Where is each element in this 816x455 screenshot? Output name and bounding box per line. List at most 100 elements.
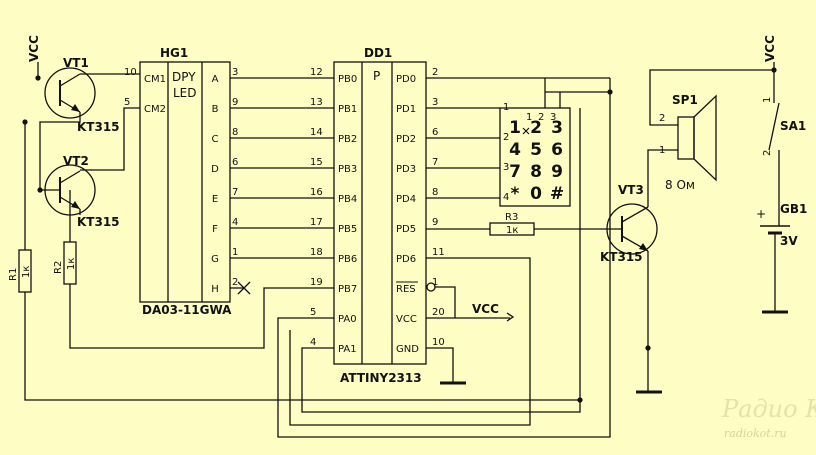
gb1-plus: + [756, 207, 766, 221]
dd1-ref: DD1 [364, 46, 392, 60]
hg1-pin-name: G [211, 254, 219, 265]
dd1-pin-number: 5 [310, 307, 316, 318]
hg1-pin-name: C [212, 134, 219, 145]
r3-value: 1к [506, 225, 518, 236]
keypad-key: 5 [530, 140, 542, 160]
dd1-pin-name: PD3 [396, 164, 416, 175]
reset-pin-circle [426, 282, 436, 292]
keypad-column-number: 3 [550, 112, 556, 123]
keypad-pin-number: 1 [503, 102, 509, 113]
keypad-key: 8 [530, 162, 542, 182]
vt1-collector [59, 73, 81, 87]
dd1-pin-number: 12 [310, 67, 323, 78]
junction-dot [607, 89, 613, 95]
vt2-ref: VT2 [63, 154, 89, 168]
sp1-magnet [677, 116, 695, 160]
switch-sa1: SA1 1 2 [762, 97, 806, 156]
dd1-pin-number: 11 [432, 247, 445, 258]
r3-body [489, 222, 535, 236]
dd1-pin-number: 17 [310, 217, 323, 228]
keypad-key: 0 [530, 184, 542, 204]
keypad-key: 3 [551, 118, 563, 138]
vcc-label-right: VCC [763, 35, 777, 62]
keypad-key: 2 [530, 118, 542, 138]
r3-ref: R3 [505, 212, 518, 223]
pd6-wire [289, 257, 531, 426]
keypad-pin-number: 3 [503, 162, 509, 173]
r2-body [63, 241, 77, 285]
speaker-vcc-wire [649, 69, 774, 126]
dd1-pin-number: 4 [310, 337, 316, 348]
dd1-pin-name: PA0 [338, 314, 357, 325]
junction-dot [22, 119, 28, 125]
vt2-collector [59, 170, 81, 184]
battery-gb1: + GB1 3V [756, 202, 807, 248]
dd1-pin-name: PB3 [338, 164, 357, 175]
r1-ref: R1 [8, 268, 19, 281]
junction-dots [22, 67, 777, 403]
keypad-key: # [550, 184, 564, 204]
hg1-pin-number: 7 [232, 187, 238, 198]
keypad-key: 1 [509, 118, 521, 138]
hg1-pin-name: A [212, 74, 219, 85]
transistor-vt1: VT1 KT315 [44, 56, 120, 134]
cm2-to-vt2-wire [80, 107, 140, 171]
dd1-mcu: DD1 P ATTINY2313 PB012PB113PB214PB315PB4… [310, 46, 445, 385]
transistor-vt2: VT2 KT315 [44, 154, 120, 229]
keypad-key: 4 [509, 140, 521, 160]
vcc-label-mcu: VCC [472, 302, 499, 316]
dd1-pin-number: 18 [310, 247, 323, 258]
keypad-column-number: 1 [526, 112, 532, 123]
r2-value: 1к [66, 258, 77, 270]
gb1-value: 3V [780, 234, 798, 248]
dd1-pin-name: GND [396, 344, 419, 355]
junction-dot [577, 397, 583, 403]
dd1-pin-name: PD5 [396, 224, 416, 235]
dd1-pin-name: PB2 [338, 134, 357, 145]
vt3-body [606, 203, 658, 255]
hg1-ref: HG1 [160, 46, 188, 60]
keypad-body [499, 107, 571, 207]
hg1-pin-name: H [211, 284, 219, 295]
dd1-pin-name: PB4 [338, 194, 357, 205]
hg1-pin-number: 10 [124, 67, 137, 78]
no-connect-mark [237, 281, 251, 295]
junction-dot [645, 345, 651, 351]
dd1-pin-number: 15 [310, 157, 323, 168]
vt1-part: KT315 [77, 120, 120, 134]
hg1-part: DA03-11GWA [142, 303, 232, 317]
dd1-pin-number: 14 [310, 127, 323, 138]
r1-bottom-wire [24, 292, 580, 401]
dd1-pin-name: RES [396, 284, 416, 295]
dd1-pin-number: 20 [432, 307, 445, 318]
dd1-pin-number: 3 [432, 97, 438, 108]
hg1-pin-name: CM1 [144, 74, 166, 85]
vt3-ref: VT3 [618, 183, 644, 197]
hg1-pin-number: 2 [232, 277, 238, 288]
dd1-body [333, 61, 427, 365]
vt3-collector [621, 206, 649, 223]
dd1-pin-name: PD4 [396, 194, 416, 205]
r2-ref: R2 [53, 261, 64, 274]
hg1-pin-number: 8 [232, 127, 238, 138]
pa0-wire [277, 78, 611, 438]
dd1-pin-name: PD2 [396, 134, 416, 145]
dd1-pin-name: PB1 [338, 104, 357, 115]
gnd-pin-wire [426, 347, 454, 383]
sa1-ref: SA1 [780, 119, 806, 133]
dd1-pin-name: PB7 [338, 284, 357, 295]
dd1-pin-number: 8 [432, 187, 438, 198]
dd1-pin-name: PB6 [338, 254, 357, 265]
keypad-key: * [511, 184, 520, 204]
dd1-pin-number: 13 [310, 97, 323, 108]
vt2-part: KT315 [77, 215, 120, 229]
hg1-pin-name: D [211, 164, 219, 175]
hg1-pin-name: E [212, 194, 218, 205]
vt1-body [44, 67, 96, 119]
hg1-display: HG1 DPY LED DA03-11GWA A3B9C8D6E7F4G1H2C… [124, 46, 238, 317]
watermark-url: radiokot.ru [724, 427, 787, 440]
sa1-pin2: 2 [762, 150, 773, 156]
